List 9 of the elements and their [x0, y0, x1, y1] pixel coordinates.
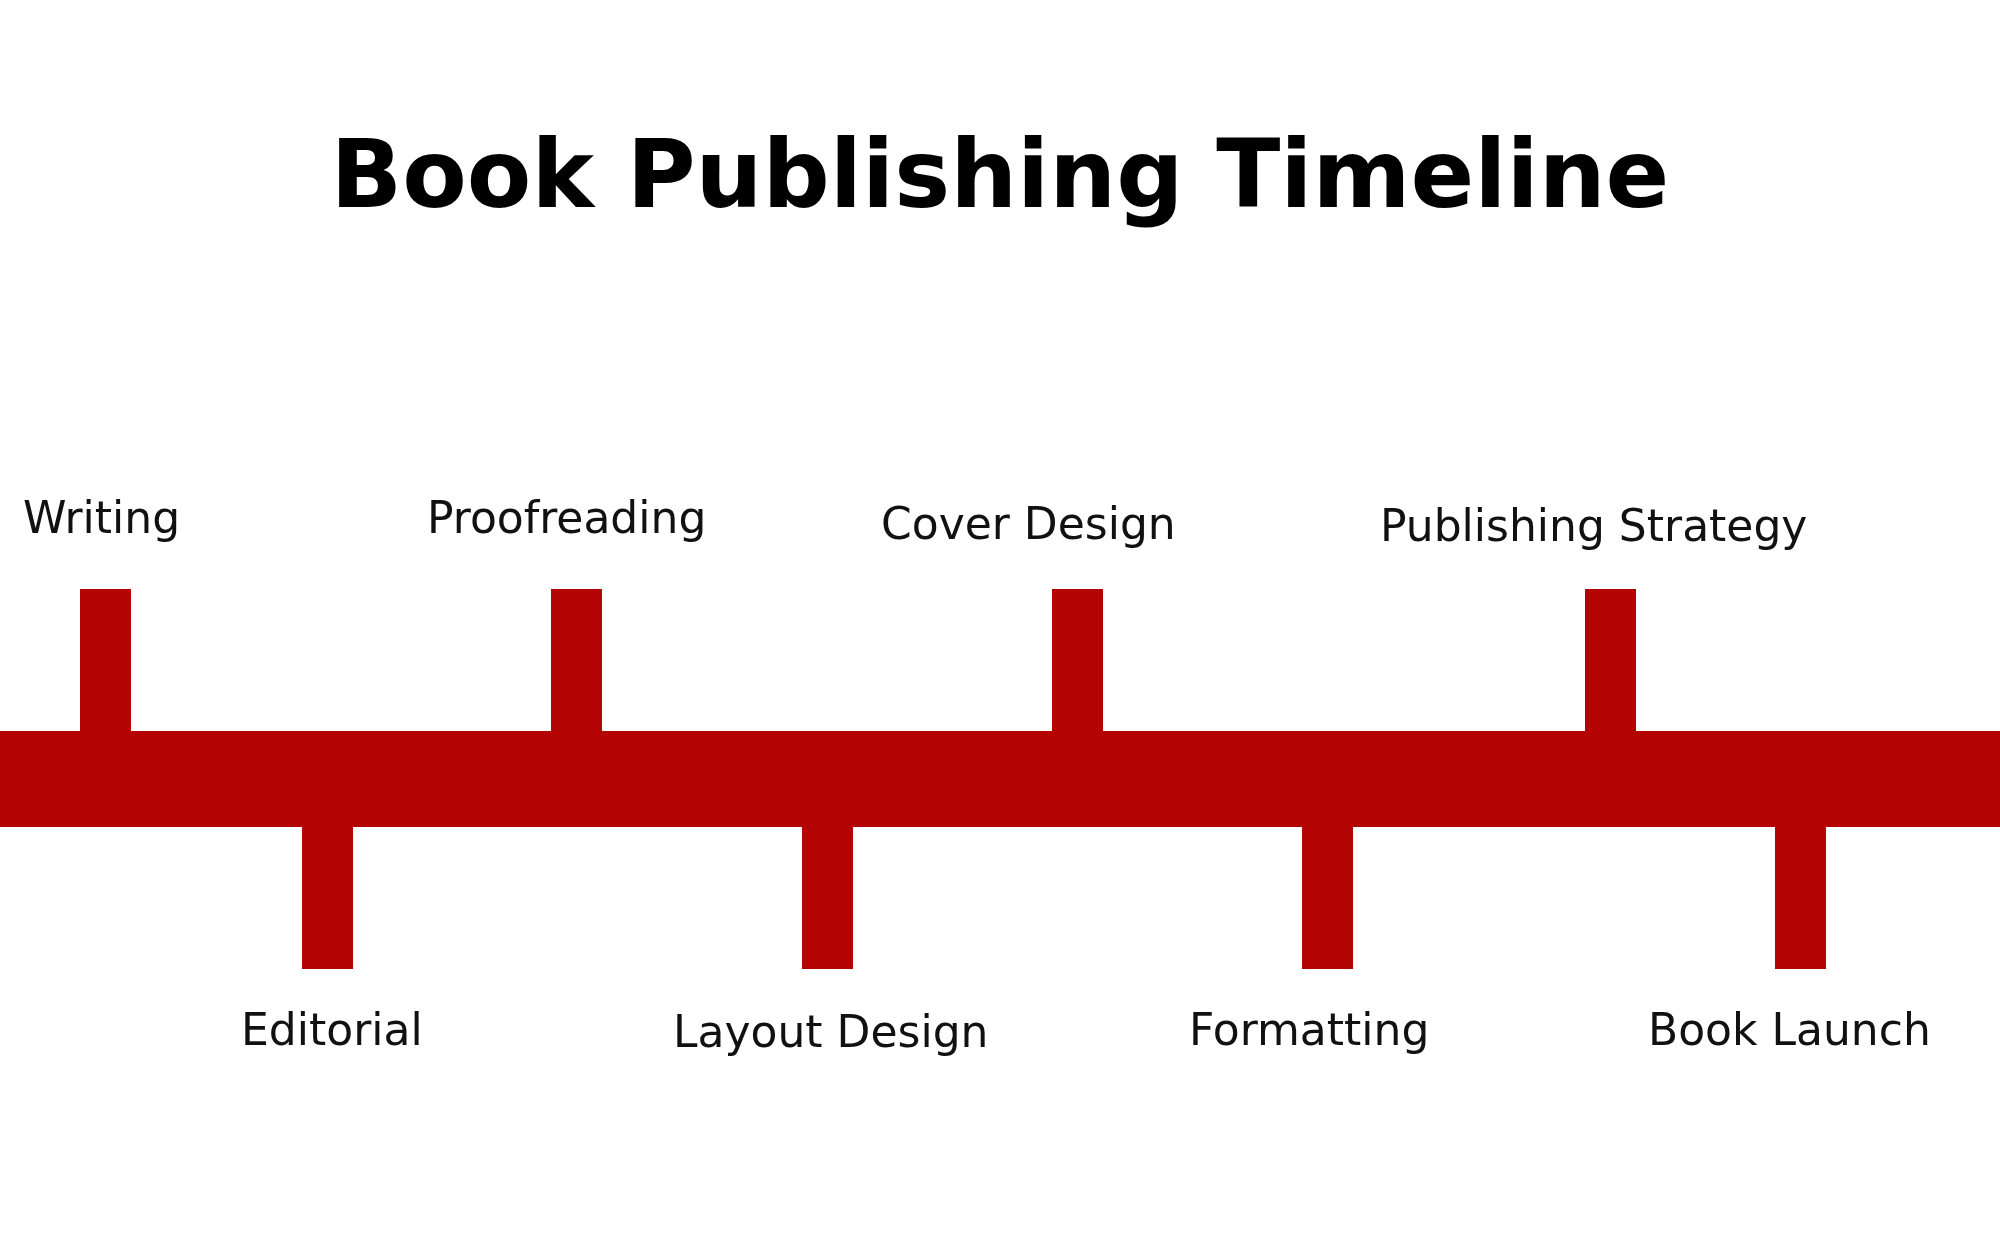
stage-label: Writing — [23, 496, 181, 540]
stage-label: Formatting — [1189, 1008, 1430, 1052]
stage-label: Publishing Strategy — [1380, 504, 1808, 548]
stage-label: Proofreading — [427, 496, 707, 540]
stage-label: Book Launch — [1648, 1008, 1931, 1052]
stage-label: Cover Design — [881, 502, 1176, 546]
stage-label: Editorial — [241, 1008, 423, 1052]
title: Book Publishing Timeline — [329, 120, 1671, 229]
stage-label: Layout Design — [673, 1010, 989, 1054]
